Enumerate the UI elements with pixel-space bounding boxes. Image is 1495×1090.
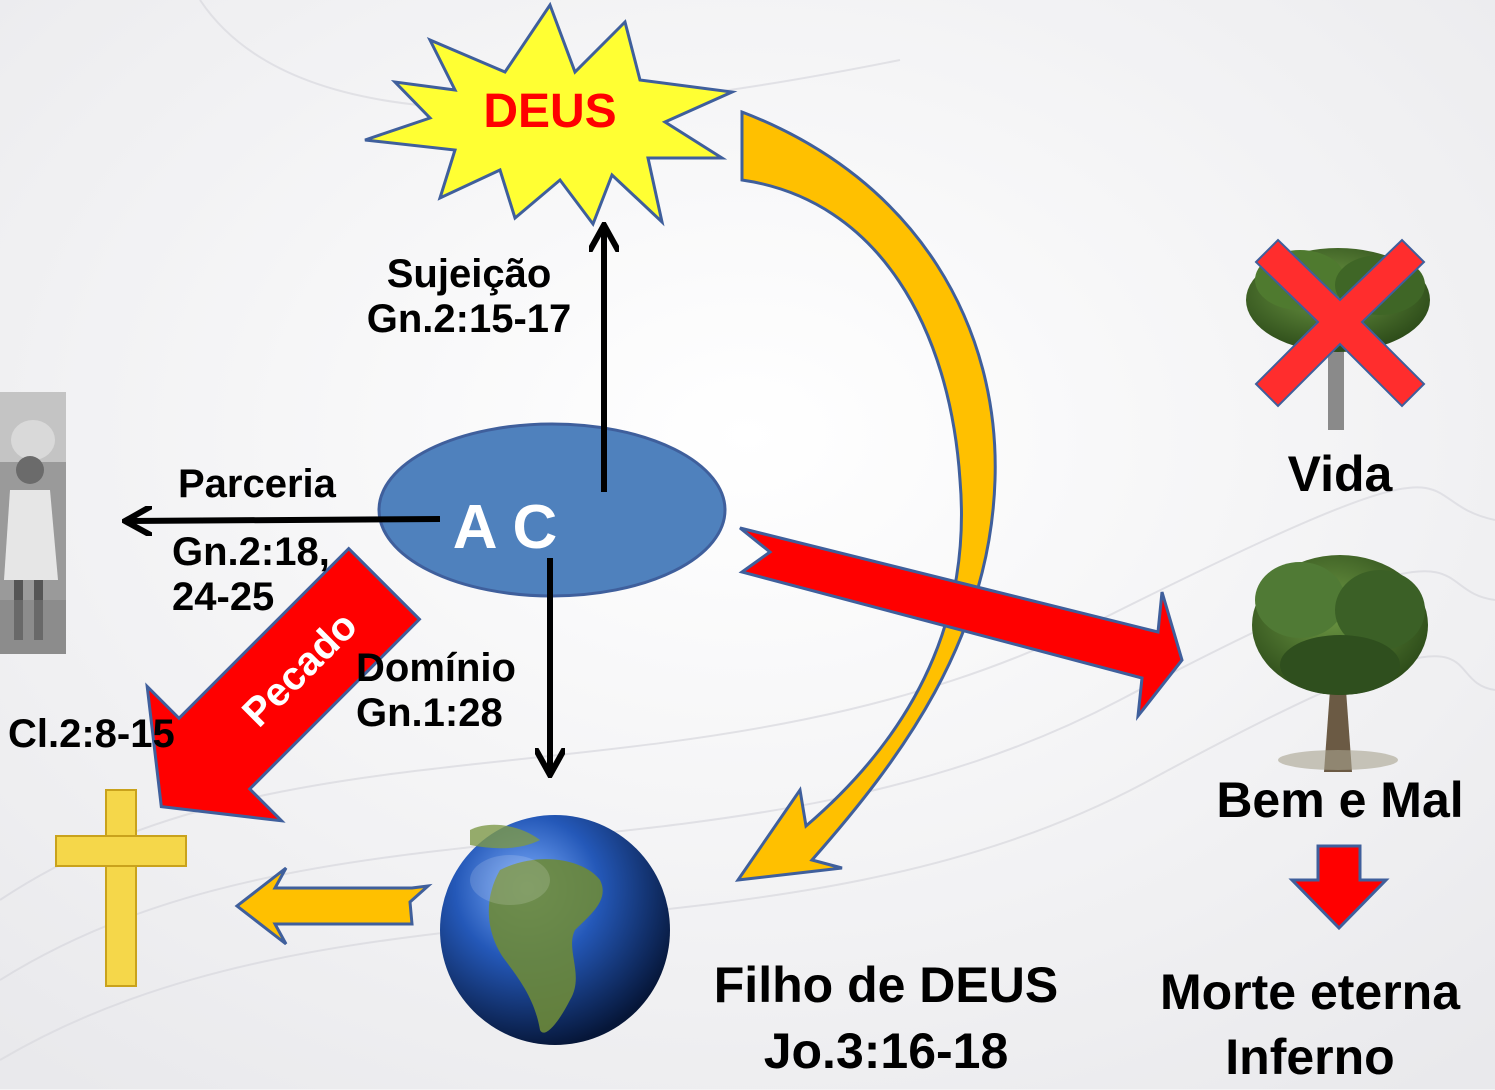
dominion-ref: Gn.1:28 (356, 690, 503, 735)
partnership-ref-line1: Gn.2:18, (172, 530, 330, 574)
center-label: A C (453, 493, 557, 562)
sin-arrow: Pecado (145, 546, 422, 823)
cross-ref: Cl.2:8-15 (8, 712, 175, 756)
dominion-title: Domínio (356, 646, 516, 690)
children-photo (0, 392, 66, 654)
partnership-ref-line2: 24-25 (172, 574, 275, 619)
partnership-title: Parceria (178, 462, 336, 506)
son-of-god-label: Filho de DEUS Jo.3:16-18 (688, 952, 1084, 1084)
subjection-label: Sujeição Gn.2:15-17 (340, 252, 598, 342)
gold-arrow-to-cross (234, 866, 433, 946)
partnership-arrow (128, 519, 441, 521)
subjection-ref: Gn.2:15-17 (366, 296, 572, 341)
life-tree-label: Vida (1287, 446, 1393, 502)
dominion-label: Domínio Gn.1:28 (356, 646, 516, 736)
god-starburst (364, 1, 738, 228)
son-title: Filho de DEUS (713, 957, 1059, 1013)
good-evil-tree-label: Bem e Mal (1216, 772, 1464, 828)
subjection-title: Sujeição (386, 252, 552, 296)
cross-icon (55, 789, 187, 987)
forbidden-x-icon (1254, 238, 1426, 408)
red-arrow-to-tree (738, 526, 1184, 722)
earth-globe-icon (440, 815, 670, 1045)
eternal-death-label: Morte eterna Inferno (1125, 960, 1495, 1090)
outcome-line1: Morte eterna (1159, 964, 1461, 1020)
outcome-line2: Inferno (1225, 1029, 1395, 1085)
god-label: DEUS (483, 85, 616, 138)
tree-of-good-and-evil-icon (1252, 555, 1428, 772)
partnership-ref: Gn.2:18, 24-25 (172, 530, 330, 620)
red-down-arrow (1288, 844, 1390, 931)
son-ref: Jo.3:16-18 (763, 1023, 1009, 1079)
grace-curved-arrow (734, 109, 997, 882)
